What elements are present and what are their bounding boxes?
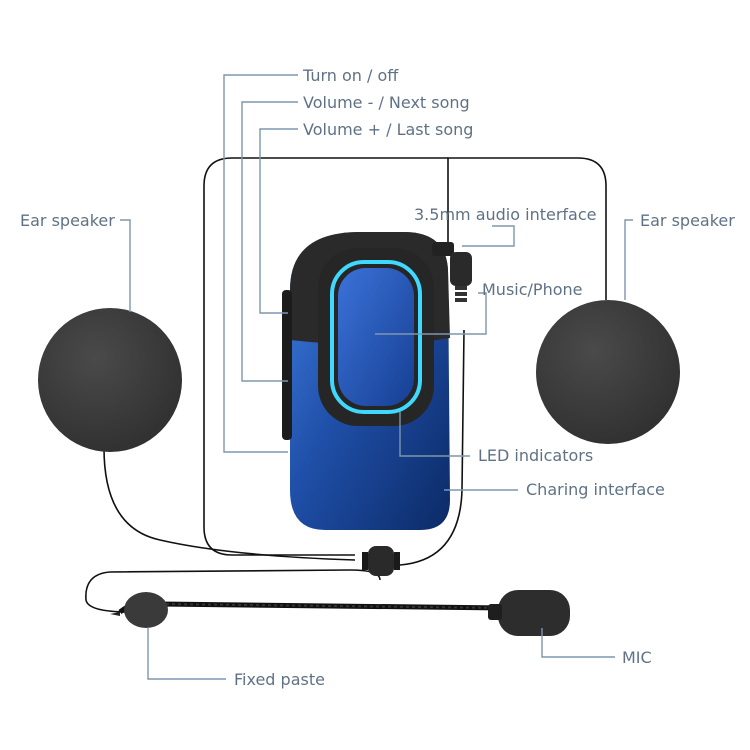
fixed-paste-pad <box>124 592 168 628</box>
label-turn-on-off: Turn on / off <box>302 66 399 85</box>
leader-ear-speaker-left <box>120 219 131 312</box>
leader-mic <box>541 628 615 658</box>
ear-speaker-left <box>38 308 182 452</box>
label-ear-speaker-right: Ear speaker <box>640 211 735 230</box>
leader-led-indicators <box>399 412 470 457</box>
label-ear-speaker-left: Ear speaker <box>20 211 115 230</box>
cable-left-device <box>203 157 448 556</box>
leader-lines <box>120 74 633 680</box>
ear-speaker-right <box>536 300 680 444</box>
callout-labels: Turn on / off Volume - / Next song Volum… <box>20 66 735 689</box>
leader-turn-on-off <box>223 74 298 453</box>
leader-volume-plus <box>259 128 298 314</box>
leader-ear-speaker-right <box>624 219 633 300</box>
side-buttons <box>282 290 292 440</box>
label-music-phone: Music/Phone <box>482 280 582 299</box>
leader-volume-minus <box>241 101 298 382</box>
cable-right-device <box>399 329 465 566</box>
label-audio-interface: 3.5mm audio interface <box>414 205 596 224</box>
leader-fixed-paste <box>147 628 226 680</box>
label-volume-minus: Volume - / Next song <box>303 93 470 112</box>
label-led-indicators: LED indicators <box>478 446 593 465</box>
leader-audio-interface <box>462 225 515 247</box>
label-mic: MIC <box>622 648 652 667</box>
mic-capsule <box>498 590 570 636</box>
led-indicator-ring <box>330 260 422 414</box>
audio-jack-plug <box>432 242 454 256</box>
label-charging-interface: Charing interface <box>526 480 665 499</box>
cable-loop <box>432 157 607 300</box>
label-fixed-paste: Fixed paste <box>234 670 325 689</box>
microphone-boom <box>110 590 570 636</box>
music-phone-button <box>338 268 414 406</box>
controller-device <box>282 232 472 530</box>
cable-splitter <box>362 546 400 576</box>
leader-music-phone <box>375 292 487 335</box>
cable-left-speaker <box>103 447 356 561</box>
label-volume-plus: Volume + / Last song <box>303 120 473 139</box>
